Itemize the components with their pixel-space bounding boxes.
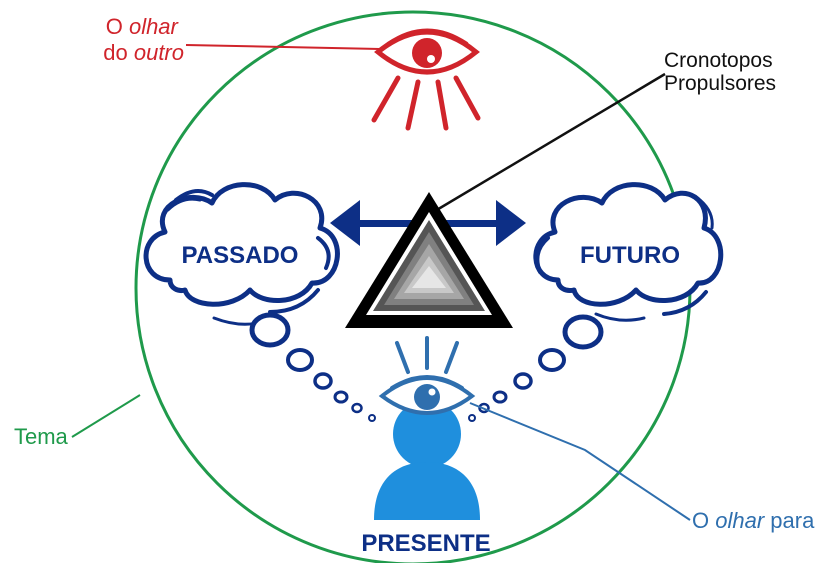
olhar-do-outro-leader	[185, 44, 381, 50]
blue-eye-icon	[378, 336, 476, 415]
passado-cloud: PASSADO	[143, 182, 340, 326]
tema-label: Tema	[14, 424, 69, 449]
triangle-icon	[345, 192, 513, 328]
presente-label: PRESENTE	[361, 530, 490, 557]
tema-leader	[71, 394, 141, 438]
cronotopos-label: Cronotopos Propulsores	[664, 49, 778, 95]
person-icon	[374, 400, 480, 520]
olhar-para-label: O olhar para	[692, 508, 815, 533]
futuro-cloud: FUTURO	[533, 182, 724, 322]
futuro-label: FUTURO	[580, 242, 680, 269]
cronotopos-leader	[429, 72, 666, 216]
olhar-do-outro-label: O olhar do outro	[103, 14, 184, 65]
red-eye-icon	[371, 28, 481, 131]
passado-label: PASSADO	[182, 242, 299, 269]
thought-bubbles-right	[468, 314, 604, 422]
olhar-para-leader	[469, 402, 691, 521]
thought-bubbles-left	[249, 312, 376, 422]
